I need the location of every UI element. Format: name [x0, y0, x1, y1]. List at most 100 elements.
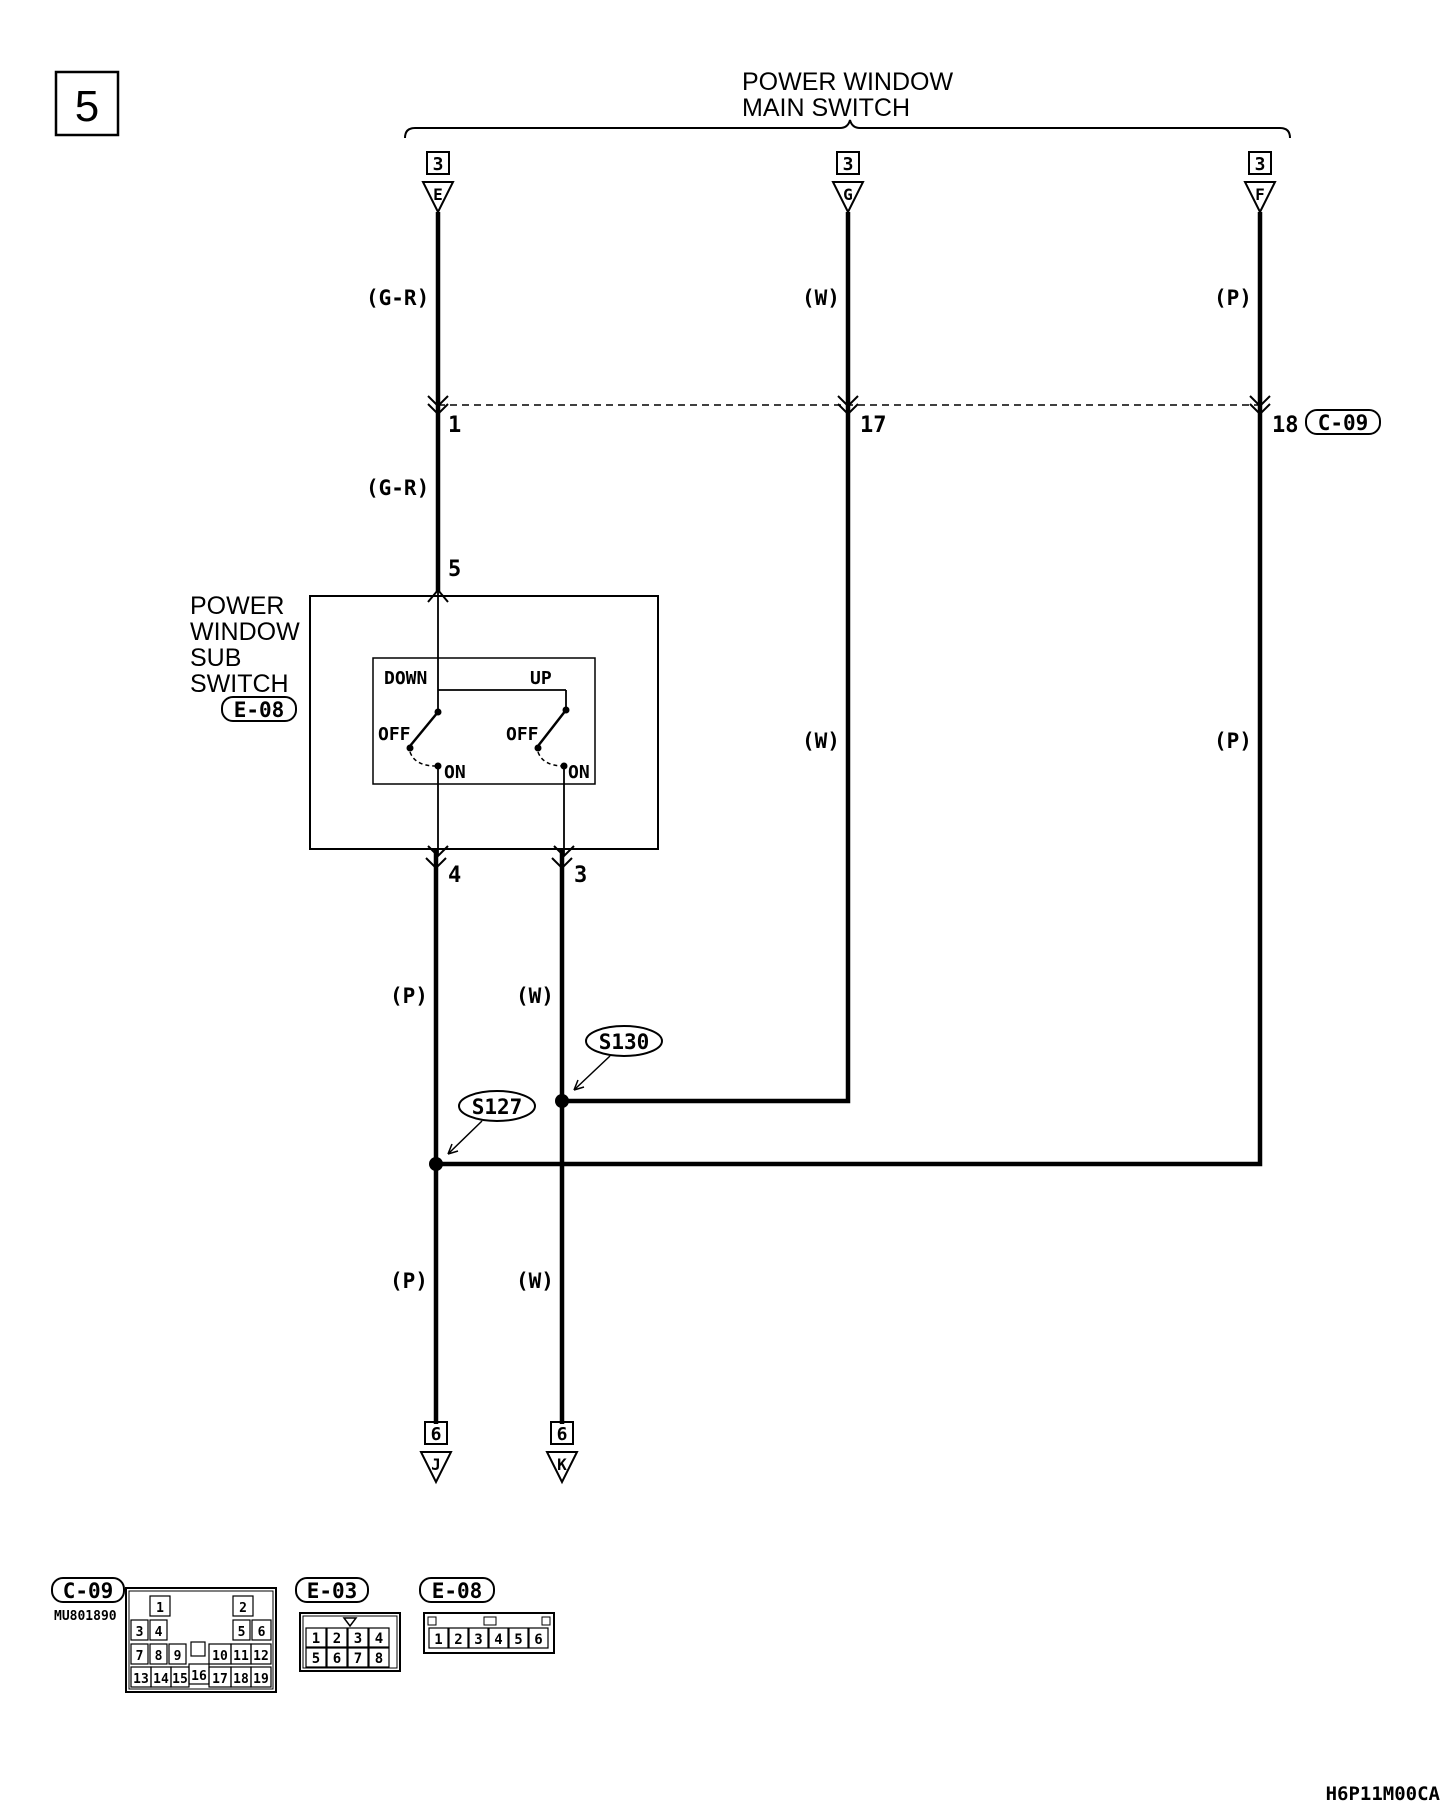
wire-color-p-low1: (P) — [390, 984, 428, 1008]
e03-pin-4: 4 — [368, 1627, 390, 1648]
sub-switch-line3: SUB — [190, 644, 241, 672]
e03-pin-5-label: 5 — [312, 1651, 320, 1667]
c09-connector-label: C-09 — [1318, 411, 1369, 435]
main-switch-line2: MAIN SWITCH — [742, 94, 910, 122]
e08-pin-2-label: 2 — [454, 1632, 462, 1648]
splice-s130[interactable]: S130 — [555, 1025, 663, 1108]
c09-pin-18: 18 — [230, 1666, 252, 1688]
bottom-connector-k[interactable]: 6 K — [545, 1421, 579, 1485]
c09-pin-17-label: 17 — [212, 1672, 228, 1687]
wires — [433, 212, 1263, 1424]
sub-switch-off-b-label: OFF — [506, 724, 539, 745]
top-connector-g-sheet: 3 — [843, 154, 854, 175]
c09-pin-11-label: 11 — [233, 1649, 249, 1664]
c09-pin-19: 19 — [250, 1666, 272, 1688]
c09-pin-3: 3 — [130, 1619, 149, 1641]
top-connector-f[interactable]: 3 F — [1243, 151, 1277, 215]
e08-view-label: E-08 — [432, 1579, 483, 1603]
c09-view-label: C-09 — [63, 1579, 114, 1603]
c09-connector-tag[interactable]: C-09 — [1305, 409, 1381, 435]
c09-pin-8-label: 8 — [155, 1649, 163, 1664]
wire-color-w-low1: (W) — [516, 984, 554, 1008]
e03-pin-7: 7 — [347, 1647, 369, 1668]
c09-pin-4: 4 — [149, 1619, 168, 1641]
sub-switch-off-a-label: OFF — [378, 724, 411, 745]
wire-w-main — [562, 212, 851, 1104]
top-connector-e[interactable]: 3 E — [421, 151, 455, 215]
e03-pin-7-label: 7 — [354, 1651, 362, 1667]
e08-pin-5: 5 — [508, 1627, 529, 1649]
page-number: 5 — [75, 82, 99, 131]
figure-code: H6P11M00CA — [1326, 1783, 1441, 1805]
e08-pin-4: 4 — [488, 1627, 509, 1649]
c09-pin-1-label: 1 — [156, 1601, 164, 1616]
c09-pin-13: 13 — [130, 1666, 152, 1688]
main-switch-line1: POWER WINDOW — [742, 68, 953, 96]
sub-switch-line1: POWER — [190, 592, 284, 620]
c09-pin-19-label: 19 — [253, 1672, 269, 1687]
c09-pin-14-label: 14 — [153, 1672, 169, 1687]
c09-pin-8: 8 — [149, 1643, 168, 1665]
page-number-box: 5 — [54, 70, 120, 137]
sub-switch-on-b-label: ON — [568, 762, 590, 783]
c09-pin-16: 16 — [188, 1663, 210, 1685]
c09-pin-12-label: 12 — [253, 1649, 269, 1664]
bottom-connector-k-letter: K — [557, 1455, 567, 1474]
c09-pin-10: 10 — [208, 1643, 232, 1665]
c09-pin-2: 2 — [232, 1595, 254, 1617]
c09-pin-6-label: 6 — [258, 1625, 266, 1640]
e08-pin-3: 3 — [468, 1627, 489, 1649]
c09-pin-6: 6 — [251, 1619, 272, 1641]
e03-pin-2-label: 2 — [333, 1631, 341, 1647]
e08-connector-label: E-08 — [234, 698, 285, 722]
bottom-connector-j-letter: J — [431, 1455, 441, 1474]
c09-pin-18-label: 18 — [233, 1672, 249, 1687]
e08-pin-1-label: 1 — [434, 1632, 442, 1648]
sub-switch-pin-5: 5 — [448, 557, 461, 582]
c09-pin-13-label: 13 — [133, 1672, 149, 1687]
e08-connector-tag[interactable]: E-08 — [221, 696, 297, 722]
c09-pin-5-label: 5 — [238, 1625, 246, 1640]
c09-pin-9: 9 — [168, 1643, 187, 1665]
e03-pin-6-label: 6 — [333, 1651, 341, 1667]
c09-pin-15: 15 — [170, 1666, 190, 1688]
main-switch-brace — [404, 119, 1291, 139]
wire-p-main — [436, 212, 1263, 1167]
splice-s130-label: S130 — [599, 1030, 650, 1054]
c09-pin-17: 17 — [208, 1666, 232, 1688]
sub-switch-pin-3: 3 — [574, 863, 587, 888]
c09-key-slot — [190, 1641, 206, 1657]
sub-switch-down-label: DOWN — [384, 668, 427, 689]
c09-pin-10-label: 10 — [212, 1649, 228, 1664]
c09-pin-15-label: 15 — [172, 1672, 188, 1687]
sub-switch-line4: SWITCH — [190, 670, 289, 698]
c09-pin-3-label: 3 — [136, 1625, 144, 1640]
e03-pin-6: 6 — [326, 1647, 348, 1668]
wire-color-gr-top: (G-R) — [366, 286, 429, 310]
wire-color-labels: (G-R) (W) (P) (G-R) (W) (P) (P) (W) (P) … — [366, 286, 1252, 1293]
bottom-connector-j-sheet: 6 — [431, 1424, 442, 1445]
e08-pin-1: 1 — [428, 1627, 449, 1649]
wire-color-p-top: (P) — [1214, 286, 1252, 310]
c09-pin-16-label: 16 — [191, 1669, 207, 1684]
splice-s127-label: S127 — [472, 1095, 523, 1119]
bottom-connector-j[interactable]: 6 J — [419, 1421, 453, 1485]
e03-pin-8: 8 — [368, 1647, 390, 1668]
c09-pin-12: 12 — [250, 1643, 272, 1665]
e03-pin-4-label: 4 — [375, 1631, 383, 1647]
wire-color-w-top: (W) — [802, 286, 840, 310]
top-connector-e-sheet: 3 — [433, 154, 444, 175]
c09-pin-7: 7 — [130, 1643, 149, 1665]
e08-pin-2: 2 — [448, 1627, 469, 1649]
wire-color-w-mid: (W) — [802, 729, 840, 753]
wire-color-gr-mid: (G-R) — [366, 476, 429, 500]
sub-switch-body — [309, 588, 659, 870]
c09-pin-5: 5 — [232, 1619, 251, 1641]
splice-s127[interactable]: S127 — [429, 1090, 536, 1171]
top-connector-g[interactable]: 3 G — [831, 151, 865, 215]
